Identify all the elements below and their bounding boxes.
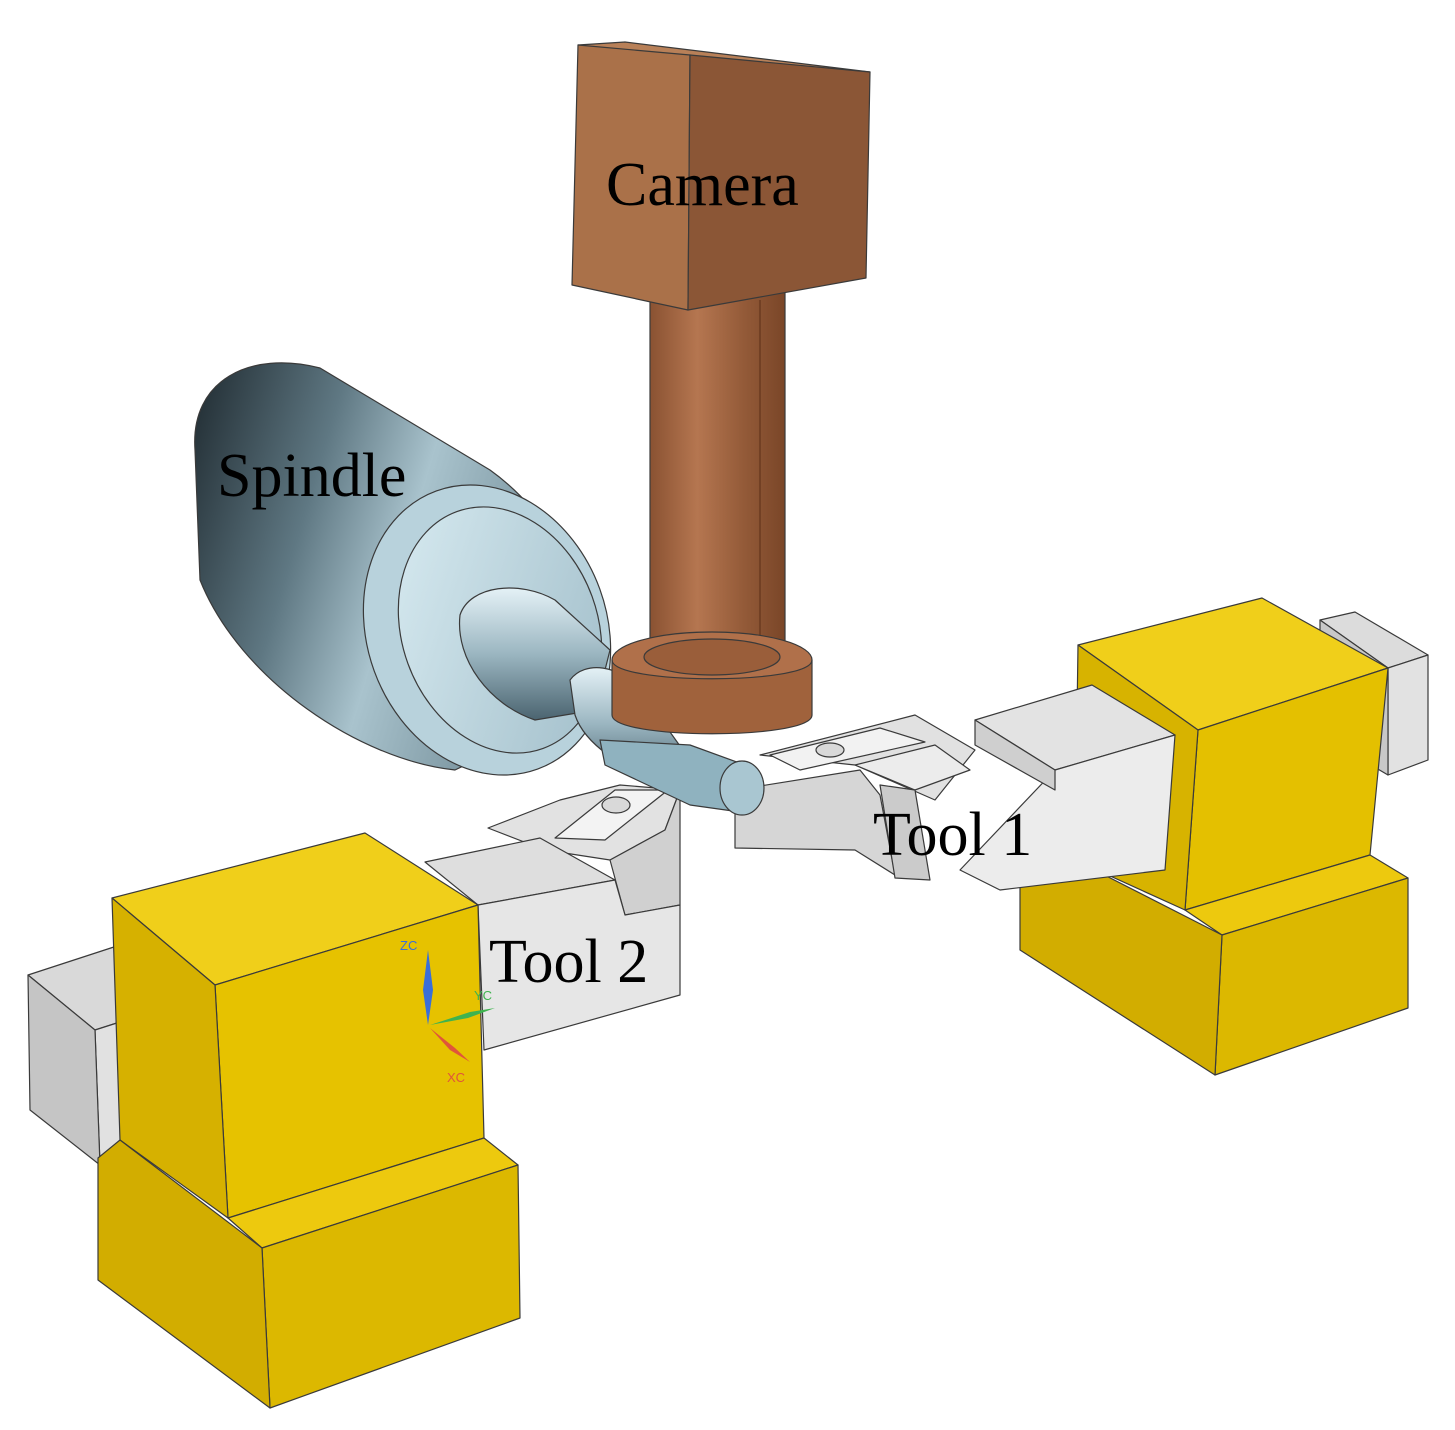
tool-1-shank-front — [959, 734, 1176, 891]
camera-column-foot — [643, 638, 781, 676]
tool-1-shank-side — [974, 719, 1056, 791]
tool-2-insert-hole — [601, 796, 631, 814]
tool-1-head-nose-front — [879, 784, 931, 881]
spindle-label: Spindle — [217, 442, 406, 510]
spindle-assembly — [194, 362, 765, 816]
y-axis-arrow — [430, 1008, 495, 1025]
tool-2-assembly — [27, 784, 681, 1409]
tool-2-yellow-holder — [97, 832, 521, 1409]
z-axis-arrow — [423, 950, 433, 1025]
tool-1-head-nose-top — [854, 744, 971, 791]
coordinate-triad: ZC YC XC — [400, 938, 495, 1085]
tool-2-label: Tool 2 — [489, 928, 648, 996]
camera-column — [649, 289, 786, 661]
workpiece-rod-end — [719, 760, 765, 816]
tool-1-insert — [769, 727, 926, 771]
y-axis-label: YC — [474, 988, 492, 1003]
tool-1-insert-hole — [815, 742, 845, 758]
tool-1-label: Tool 1 — [873, 801, 1032, 869]
tool-1-assembly — [734, 597, 1429, 1076]
camera-box-side — [687, 54, 871, 311]
tool-1-cutter-head — [734, 714, 976, 881]
z-axis-label: ZC — [400, 938, 417, 953]
tool-2-holder-lower-side — [97, 1139, 271, 1409]
tool-2-shank-front — [477, 879, 681, 1051]
camera-base-ring-side — [611, 659, 813, 735]
tool-1-rear-block-front — [1387, 654, 1429, 776]
tool-2-shank — [424, 837, 681, 1051]
camera-assembly — [571, 41, 871, 735]
camera-label: Camera — [606, 151, 799, 219]
x-axis-label: XC — [447, 1070, 465, 1085]
x-axis-arrow — [430, 1028, 470, 1062]
tool-1-shank — [959, 684, 1176, 891]
